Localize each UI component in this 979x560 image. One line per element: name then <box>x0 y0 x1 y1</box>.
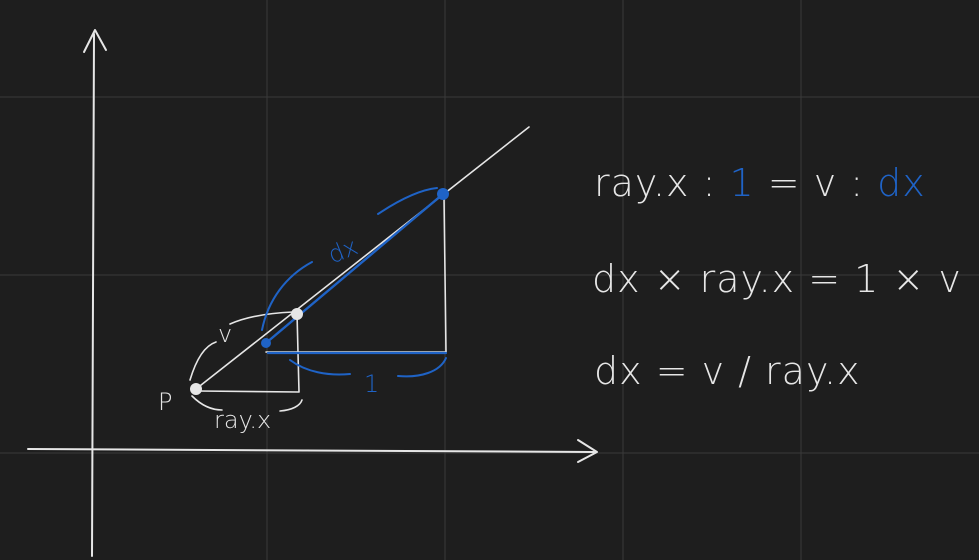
point-dx-end <box>437 188 449 200</box>
equation-1: ray.x : 1 = v : dx <box>594 161 926 205</box>
eq1-part-0: ray.x : <box>594 161 730 205</box>
ray-x-brace <box>191 395 303 412</box>
dx-segment <box>264 192 445 345</box>
ray-line <box>195 126 530 390</box>
label-ray-x: ray.x <box>214 406 271 434</box>
eq1-part-1: 1 <box>730 161 755 205</box>
equation-2: dx × ray.x = 1 × v <box>592 257 962 301</box>
equation-3: dx = v / ray.x <box>594 349 861 393</box>
label-p: P <box>158 388 172 416</box>
eq1-part-2: = v : <box>755 161 877 205</box>
eq2-part-0: dx × ray.x = 1 × v <box>592 257 962 301</box>
eq1-part-3: dx <box>877 161 926 205</box>
x-axis <box>27 448 595 453</box>
label-one: 1 <box>364 370 379 398</box>
ray-x-box <box>197 312 300 393</box>
v-brace <box>189 311 294 381</box>
axes <box>27 29 598 557</box>
label-v: v <box>218 320 232 348</box>
dx-brace <box>261 187 438 331</box>
eq3-part-0: dx = v / ray.x <box>594 349 861 393</box>
point-v <box>291 308 303 320</box>
unit-brace <box>289 357 447 378</box>
x-axis-arrowhead <box>577 439 598 463</box>
y-axis-arrowhead <box>83 29 107 53</box>
point-p <box>190 383 202 395</box>
y-axis <box>91 33 95 557</box>
point-dx-start <box>261 338 271 348</box>
